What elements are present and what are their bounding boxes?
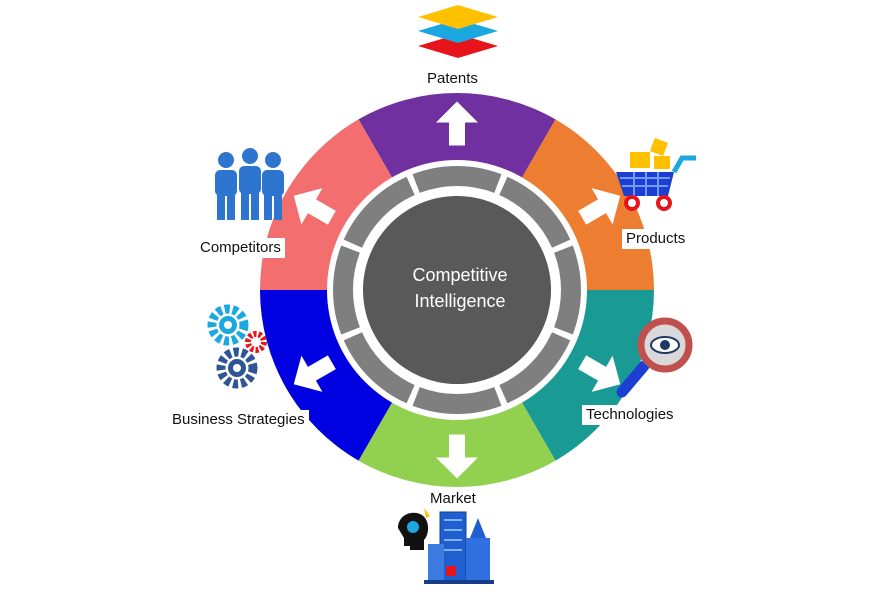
label-competitors: Competitors [196, 238, 285, 258]
center-title-line-1: Competitive [385, 262, 535, 288]
center-title-line-2: Intelligence [385, 288, 535, 314]
gears-icon [212, 309, 264, 384]
label-products: Products [622, 229, 689, 249]
layers-stack-icon [418, 5, 498, 58]
shopping-cart-icon [616, 138, 696, 209]
label-technologies: Technologies [582, 405, 678, 425]
label-market: Market [426, 489, 480, 509]
people-group-icon [215, 148, 284, 220]
label-patents: Patents [423, 69, 482, 89]
label-business-strategies: Business Strategies [168, 410, 309, 430]
city-buildings-icon [398, 508, 494, 584]
center-title: Competitive Intelligence [385, 262, 535, 314]
